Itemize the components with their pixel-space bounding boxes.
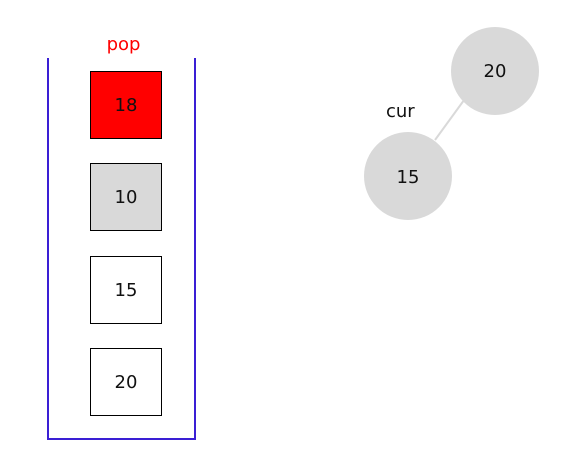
tree-node-root [451, 27, 539, 115]
stack-cell-value: 10 [114, 186, 138, 208]
stack-cell-top: 18 [90, 71, 162, 139]
stack-operation-label: pop [106, 34, 141, 55]
stack-cell-value: 15 [114, 279, 138, 301]
stack-container [47, 58, 196, 440]
stack-cell-bottom: 20 [90, 348, 162, 416]
stack-cell-3: 15 [90, 256, 162, 324]
tree-node-left-label: 15 [397, 167, 420, 188]
stack-cell-value: 20 [114, 371, 138, 393]
tree-edge [434, 95, 468, 141]
cur-pointer-label: cur [386, 101, 415, 122]
tree-node-root-label: 20 [484, 61, 507, 82]
tree-node-left [364, 132, 452, 220]
stack-cell-2: 10 [90, 163, 162, 231]
stack-cell-value: 18 [114, 94, 138, 116]
